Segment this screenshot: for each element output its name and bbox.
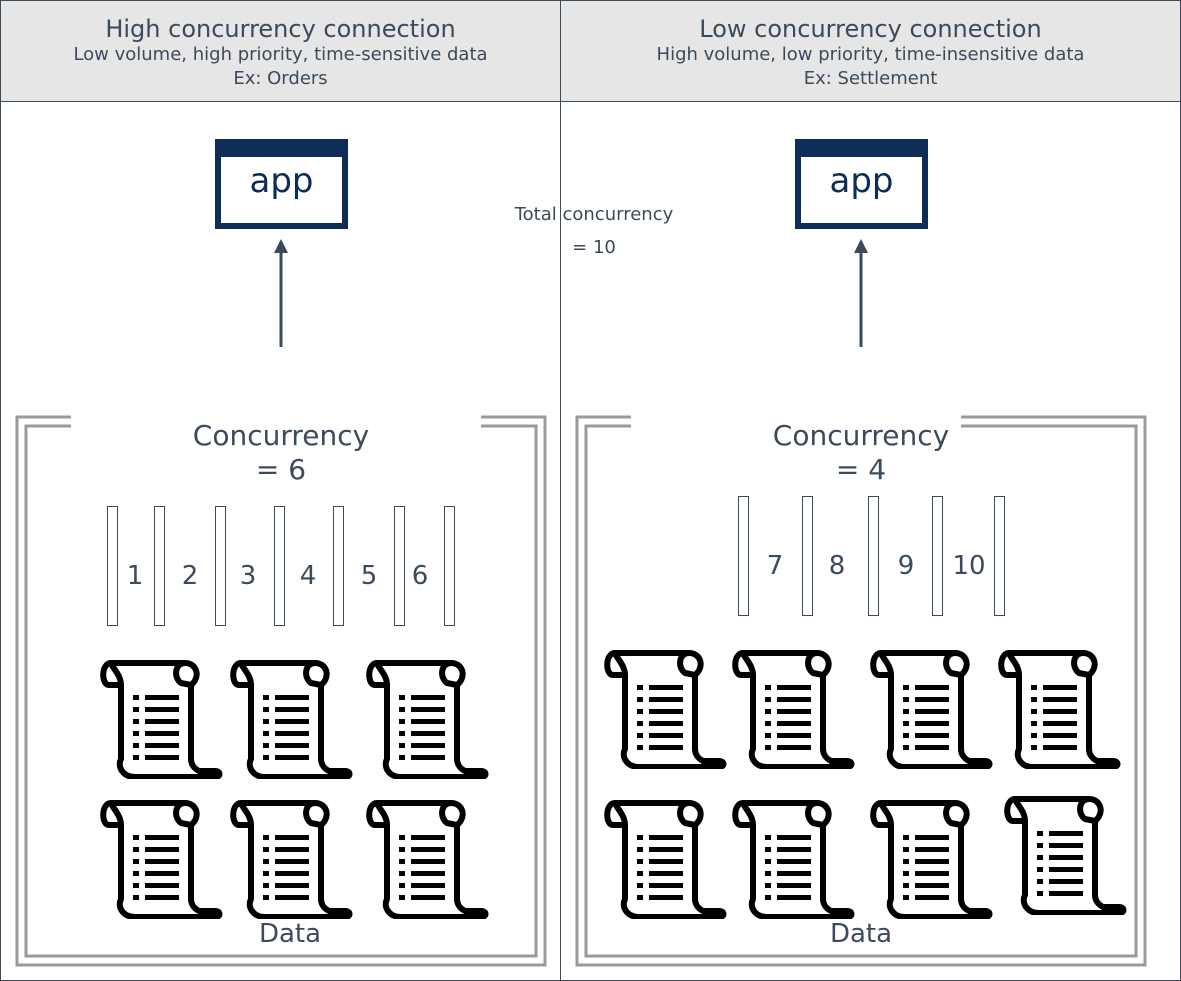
concurrency-value: = 6 (255, 453, 307, 486)
app-label: app (249, 161, 314, 201)
total-concurrency: Total concurrency = 10 (466, 198, 722, 264)
scroll-document-icon (869, 795, 993, 919)
concurrency-label: Concurrency (772, 419, 950, 452)
slot-divider (107, 506, 118, 626)
slot-number: 2 (181, 561, 199, 591)
concurrency-title: Concurrency = 4 (731, 419, 991, 487)
panel-subtitle: Low volume, high priority, time-sensitiv… (73, 44, 488, 65)
slot-divider (444, 506, 455, 626)
scroll-document-icon (603, 795, 727, 919)
concurrency-label: Concurrency (192, 419, 370, 452)
panel-header: High concurrency connection Low volume, … (1, 1, 560, 102)
scroll-document-icon (229, 795, 353, 919)
slot-divider (215, 506, 226, 626)
slot-divider (868, 496, 879, 616)
slot-number: 1 (126, 561, 144, 591)
panel-title: Low concurrency connection (699, 15, 1042, 43)
panel-low-concurrency: Low concurrency connection High volume, … (560, 0, 1181, 981)
slot-number: 3 (239, 561, 257, 591)
scroll-document-icon (603, 645, 727, 769)
slot-number: 6 (411, 561, 429, 591)
panel-title: High concurrency connection (105, 15, 456, 43)
scroll-document-icon (997, 645, 1121, 769)
slot-divider (802, 496, 813, 616)
slot-number: 9 (897, 551, 915, 581)
scroll-document-icon (365, 795, 489, 919)
app-label: app (829, 161, 894, 201)
scroll-document-icon (731, 795, 855, 919)
panel-header: Low concurrency connection High volume, … (561, 1, 1180, 102)
slot-number: 4 (299, 561, 317, 591)
data-label: Data (829, 919, 893, 949)
total-concurrency-label: Total concurrency (514, 204, 674, 225)
slot-number: 5 (360, 561, 378, 591)
scroll-document-icon (99, 655, 223, 779)
scroll-document-icon (1003, 791, 1127, 915)
panel-subtitle: High volume, low priority, time-insensit… (656, 44, 1085, 65)
panel-example: Ex: Orders (233, 68, 328, 89)
slot-divider (932, 496, 943, 616)
concurrency-frame (575, 415, 1147, 967)
slot-number: 7 (766, 551, 784, 581)
scroll-document-icon (99, 795, 223, 919)
slot-divider (333, 506, 344, 626)
panel-example: Ex: Settlement (803, 68, 938, 89)
total-concurrency-value: = 10 (572, 237, 616, 258)
scroll-document-icon (229, 655, 353, 779)
app-window-icon: app (795, 139, 928, 229)
data-label: Data (258, 919, 322, 949)
concurrency-value: = 4 (835, 453, 887, 486)
arrow-up-icon (274, 239, 288, 347)
scroll-document-icon (365, 655, 489, 779)
slot-divider (994, 496, 1005, 616)
arrow-up-icon (854, 239, 868, 347)
panel-high-concurrency: High concurrency connection Low volume, … (0, 0, 561, 981)
concurrency-frame (15, 415, 547, 967)
app-window-icon: app (215, 139, 348, 229)
slot-divider (738, 496, 749, 616)
slot-divider (154, 506, 165, 626)
slot-number: 10 (952, 551, 986, 581)
scroll-document-icon (731, 645, 855, 769)
concurrency-title: Concurrency = 6 (151, 419, 411, 487)
scroll-document-icon (869, 645, 993, 769)
slot-divider (394, 506, 405, 626)
slot-number: 8 (828, 551, 846, 581)
slot-divider (274, 506, 285, 626)
